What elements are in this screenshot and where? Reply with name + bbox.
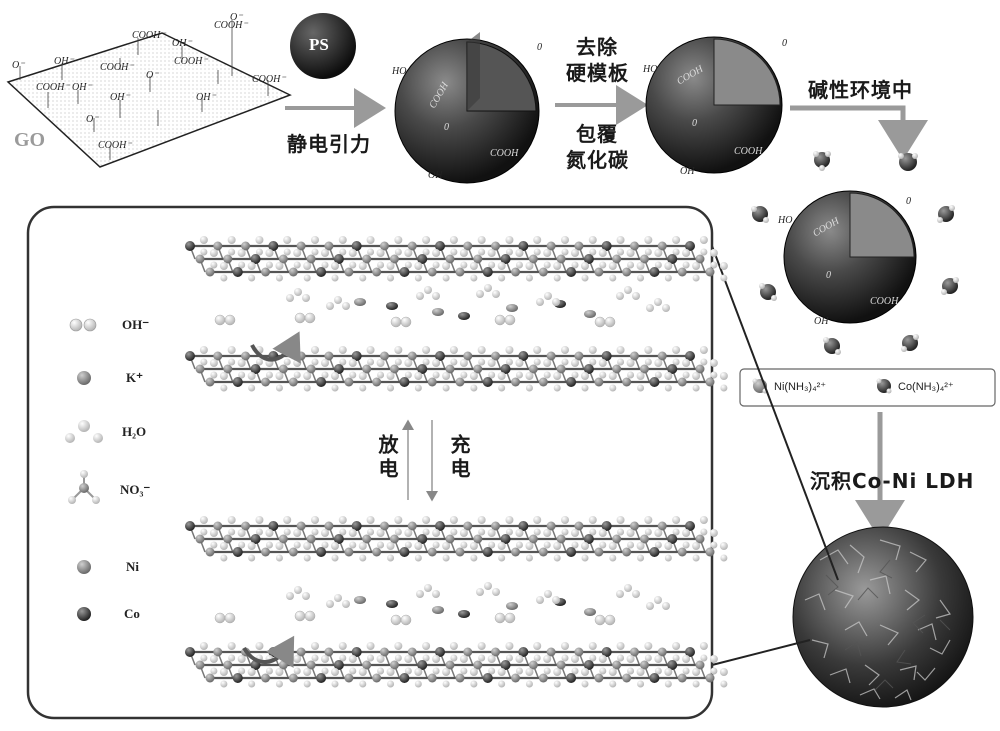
go-group: COOH⁻ [174, 56, 208, 67]
sphere2-cooh-b: COOH [734, 146, 763, 157]
discharge-label: 放电 [375, 434, 399, 482]
ldh-layer-1 [185, 236, 728, 282]
ni-icon [77, 560, 91, 574]
sphere-with-complexes [783, 190, 917, 324]
sphere1-ho: HO [392, 66, 407, 77]
complex-legend-box [739, 368, 996, 407]
go-group: O⁻ [230, 12, 243, 23]
sphere-hollow-c3n4 [645, 36, 783, 174]
sphere3-oh: OH [814, 316, 829, 327]
coat-label-1: 包覆 [576, 122, 618, 146]
go-group: COOH⁻ [100, 62, 134, 73]
go-group: COOH⁻ [252, 74, 286, 85]
intercalation-arrow-top [250, 331, 301, 364]
go-group: OH⁻ [110, 92, 130, 103]
go-group: O⁻ [146, 70, 159, 81]
electrostatic-label: 静电引力 [287, 132, 371, 156]
no3-icon [68, 470, 100, 504]
sphere1-cooh-b: COOH [490, 148, 519, 159]
go-group: OH⁻ [172, 38, 192, 49]
intercalation-arrow-bottom [242, 635, 295, 668]
sphere2-o-mid: 0 [692, 118, 697, 129]
go-group: O⁻ [86, 114, 99, 125]
sphere3-cooh-b: COOH [870, 296, 899, 307]
ammine-complexes [751, 151, 959, 355]
zoom-line-top [711, 245, 839, 581]
go-group: COOH⁻ [36, 82, 70, 93]
ldh-layer-3 [185, 516, 728, 562]
go-group: COOH⁻ [98, 140, 132, 151]
zoom-line-bottom [711, 639, 811, 666]
co-icon [77, 607, 91, 621]
co-complex-label: Co(NH₃)₄²⁺ [898, 381, 954, 393]
sphere2-oh: OH [680, 166, 695, 177]
sphere1-o-top: 0 [537, 42, 542, 53]
ldh-structure-panel [26, 205, 714, 720]
go-sheet [6, 20, 292, 168]
go-group: OH⁻ [196, 92, 216, 103]
deposit-label: 沉积Co-Ni LDH [810, 469, 975, 493]
sphere2-ho: HO [643, 64, 658, 75]
ps-label: PS [309, 35, 329, 54]
ps-sphere [290, 13, 356, 79]
sphere3-ho: HO [778, 215, 793, 226]
legend-k-label: K⁺ [126, 370, 143, 385]
h2o-icon [65, 420, 103, 443]
alkaline-label: 碱性环境中 [808, 78, 913, 102]
sphere2-o-top: 0 [782, 38, 787, 49]
oh-icon [69, 318, 97, 332]
legend-h2o-label: H₂O [122, 424, 147, 439]
legend-ni-label: Ni [126, 559, 139, 574]
sphere1-oh: OH [428, 170, 443, 181]
remove-template-label-2: 硬模板 [566, 61, 629, 85]
go-label: GO [14, 129, 46, 151]
ldh-layer-4 [185, 642, 728, 688]
legend-no3-label: NO₃⁻ [120, 482, 151, 497]
go-group: COOH⁻ [132, 30, 166, 41]
sphere-go-coated [394, 32, 540, 184]
k-icon [77, 371, 91, 385]
coat-label-2: 氮化碳 [566, 148, 629, 172]
go-group: COOH⁻ [214, 20, 248, 31]
go-group: OH⁻ [72, 82, 92, 93]
co-complex-icon [876, 378, 892, 394]
interlayer-ions-top [214, 284, 670, 328]
charge-label: 充电 [447, 434, 471, 482]
go-group: O⁻ [12, 60, 25, 71]
legend-co-label: Co [124, 606, 140, 621]
ni-complex-label: Ni(NH₃)₄²⁺ [774, 381, 827, 393]
sphere1-o-mid: 0 [444, 122, 449, 133]
go-group: OH⁻ [54, 56, 74, 67]
legend-oh-label: OH⁻ [122, 317, 150, 332]
interlayer-ions-bottom [214, 582, 670, 626]
sphere3-o-mid: 0 [826, 270, 831, 281]
arrow-alkaline [790, 105, 928, 160]
sphere3-o-top: 0 [906, 196, 911, 207]
remove-template-label-1: 去除 [576, 35, 618, 59]
ldh-coated-sphere [792, 526, 974, 708]
ldh-layer-2 [185, 346, 728, 392]
